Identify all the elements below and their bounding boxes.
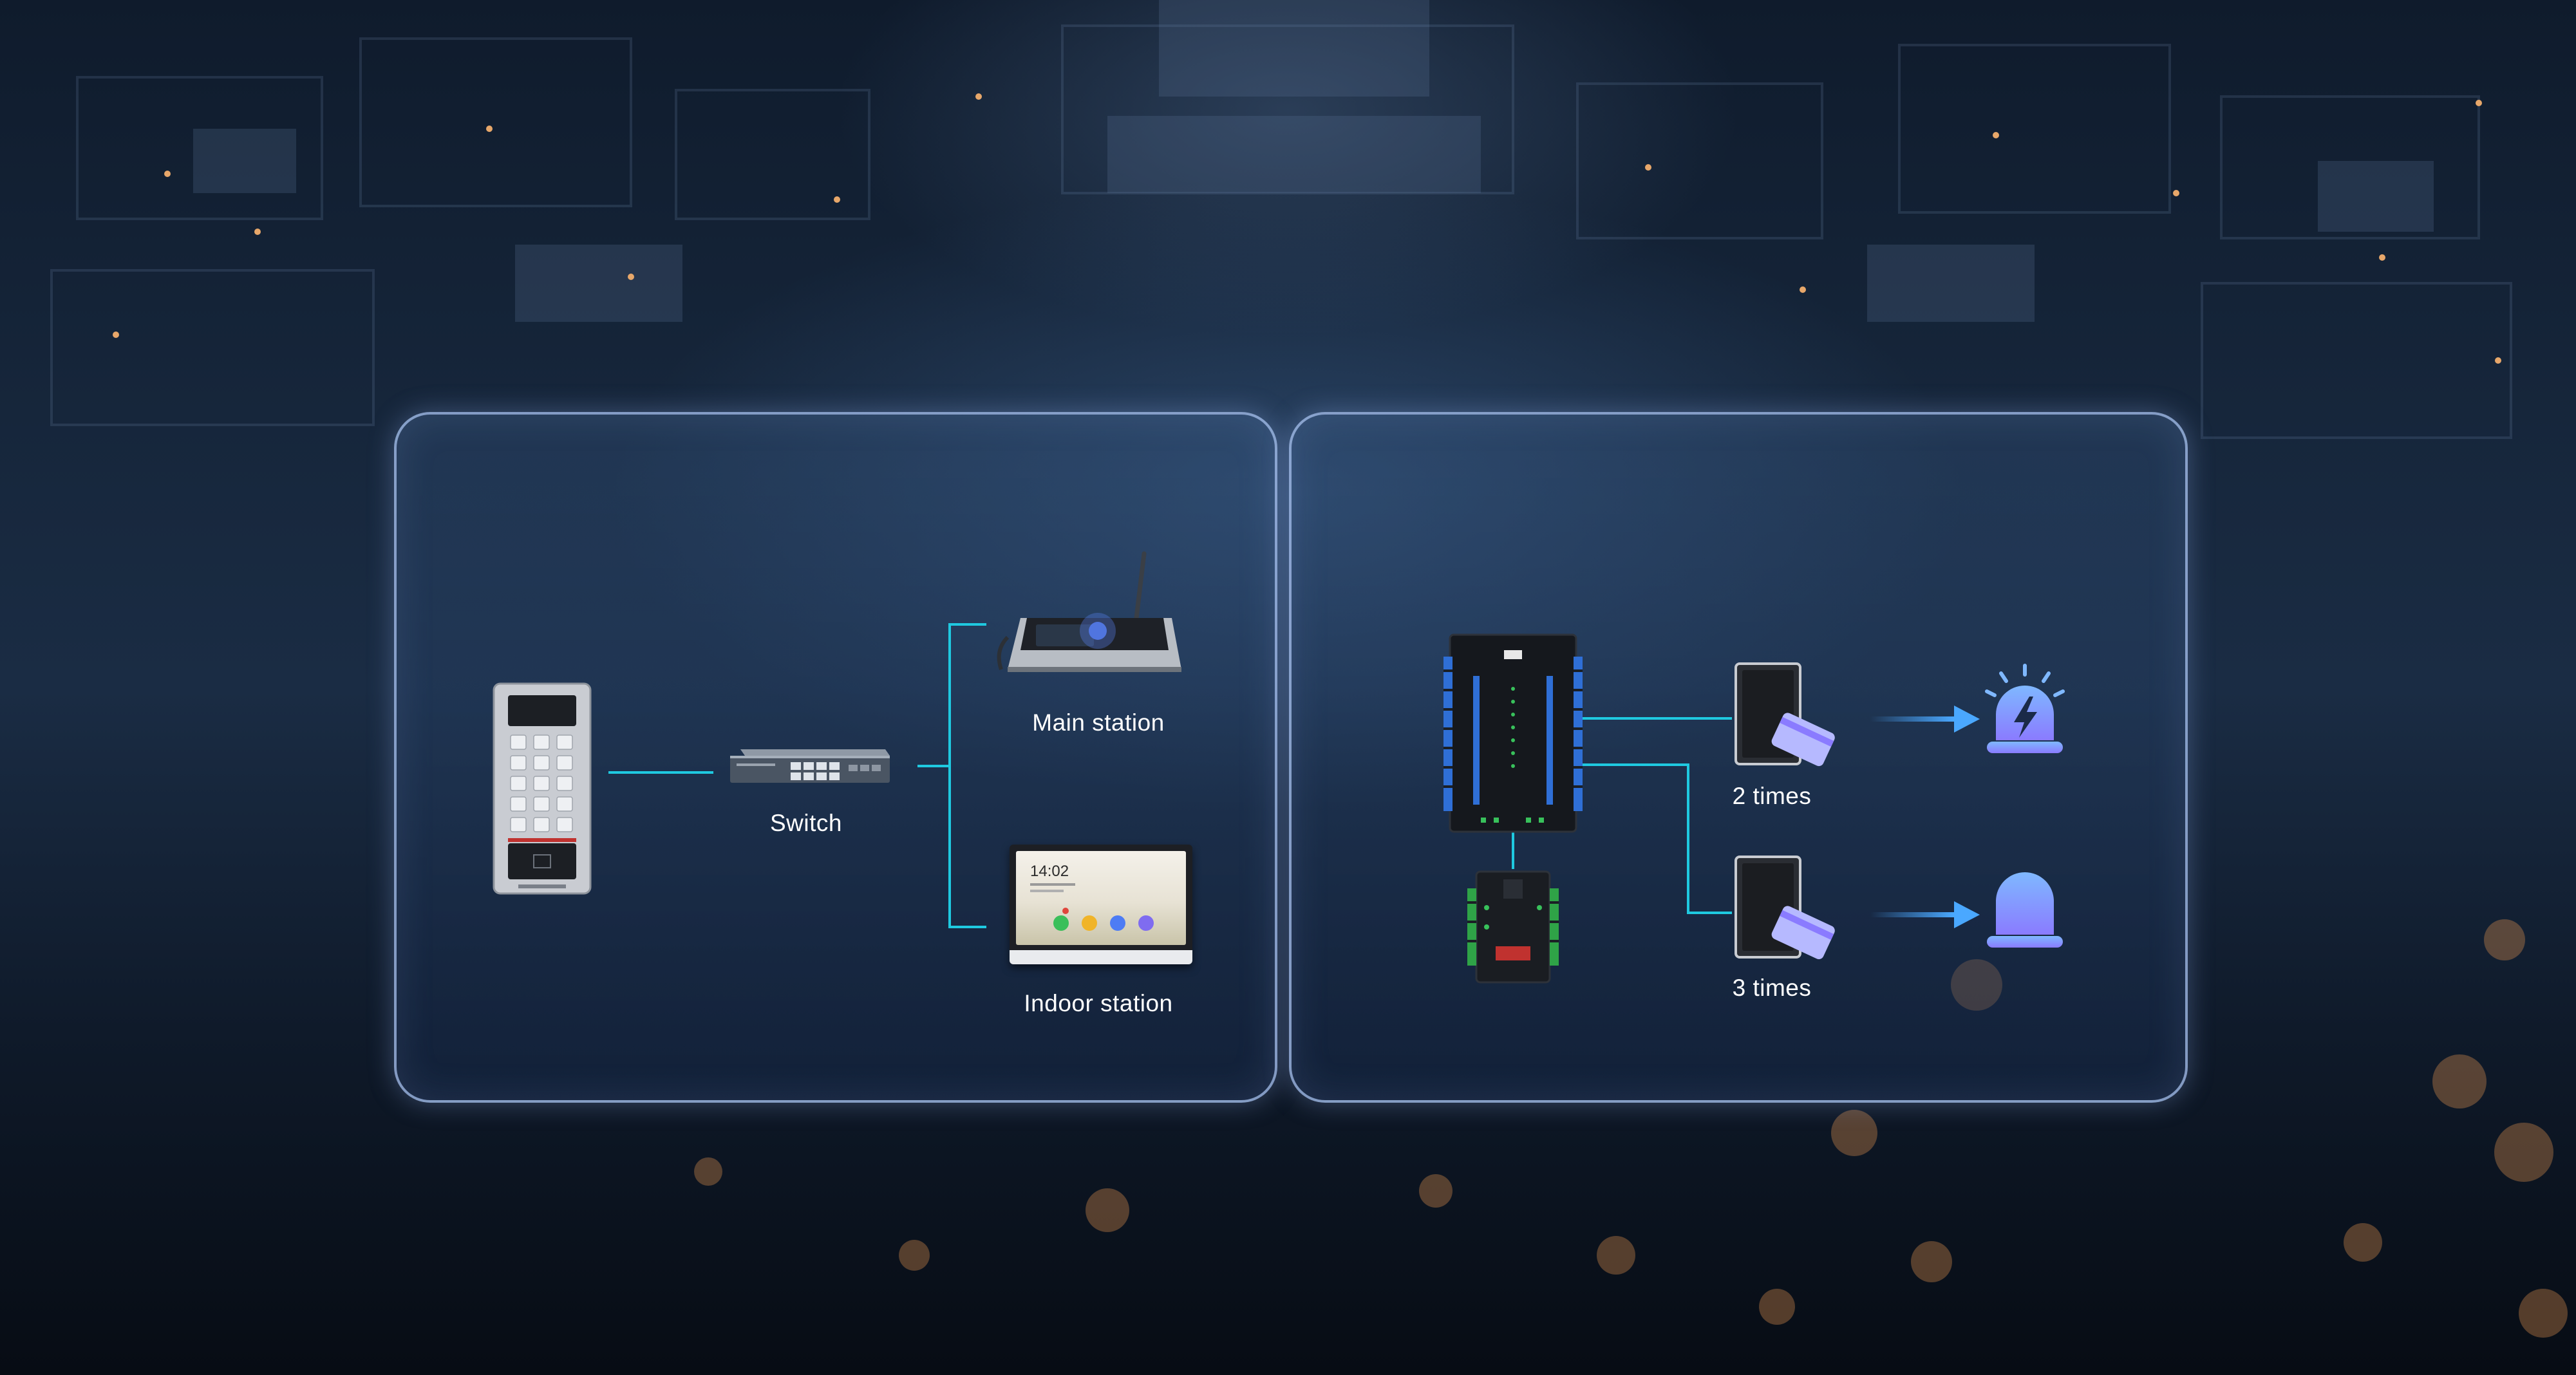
- arrow-to-alarm-2: [1870, 901, 1980, 928]
- main-station-label: Main station: [1032, 709, 1165, 736]
- alarm-icon: [1987, 872, 2063, 948]
- access-card-icon-2: [1771, 906, 1835, 960]
- settings-app-icon: [1138, 915, 1154, 931]
- two-times-label: 2 times: [1732, 783, 1812, 809]
- access-controller-device: [1443, 633, 1583, 833]
- switch-label: Switch: [770, 810, 842, 836]
- card-reader-2-device: [1735, 856, 1835, 960]
- network-switch-device: [730, 749, 890, 783]
- bracket-branch: [948, 623, 986, 928]
- line-controller-reader2: [1581, 763, 1732, 914]
- indoor-station-device: 14:02: [1010, 845, 1192, 964]
- access-card-icon-1: [1771, 713, 1835, 767]
- indoor-screen-time: 14:02: [1030, 863, 1069, 880]
- indoor-station-screen: 14:02: [1016, 851, 1186, 945]
- card-reader-1-device: [1735, 662, 1835, 767]
- door-station-device: [493, 682, 592, 895]
- alarm-triggered-icon: [1985, 664, 2065, 753]
- monitor-app-icon: [1110, 915, 1125, 931]
- arrow-to-alarm-1: [1870, 706, 1980, 733]
- indoor-station-label: Indoor station: [1024, 990, 1173, 1016]
- message-app-icon: [1082, 915, 1097, 931]
- sub-controller-device: [1467, 870, 1559, 984]
- main-station-device: [997, 551, 1181, 672]
- call-app-icon: [1053, 915, 1069, 931]
- three-times-label: 3 times: [1732, 975, 1812, 1001]
